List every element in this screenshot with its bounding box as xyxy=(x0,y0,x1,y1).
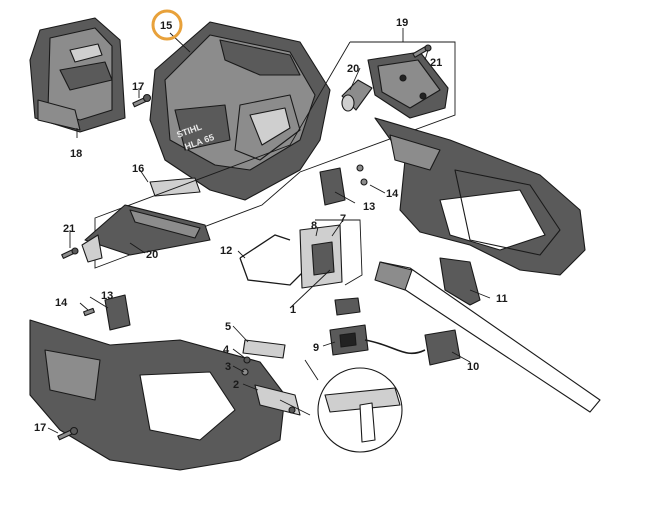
part-13-clip-upper xyxy=(319,167,346,206)
leader-lines xyxy=(47,28,491,434)
part-15-housing-shell: STIHL HLA 65 xyxy=(149,21,331,201)
callout-13-upper: 13 xyxy=(363,201,375,213)
callout-14-upper: 14 xyxy=(386,188,399,200)
part-main-housing-half xyxy=(374,117,586,276)
detail-magnifier xyxy=(279,359,403,453)
part-9-connector xyxy=(329,324,369,356)
callout-labels: 15 17 18 19 20 21 16 21 20 14 13 7 8 12 … xyxy=(34,9,508,434)
part-terminal-small xyxy=(334,297,361,316)
part-1-shaft-tube xyxy=(374,261,601,413)
callout-16: 16 xyxy=(132,163,144,175)
part-17-screw-lower xyxy=(57,426,79,441)
group-box-19 xyxy=(94,41,456,269)
part-17-screw-upper xyxy=(132,93,152,108)
callout-11: 11 xyxy=(496,293,508,305)
callout-20-lower: 20 xyxy=(146,249,158,261)
part-16-label xyxy=(149,177,201,197)
callout-9: 9 xyxy=(313,342,319,354)
callout-10: 10 xyxy=(467,361,479,373)
part-3-spring xyxy=(241,368,249,376)
part-lower-housing xyxy=(29,319,286,471)
part-19-bracket xyxy=(367,51,449,119)
part-12-wire-spring xyxy=(239,234,306,286)
callout-18: 18 xyxy=(70,148,82,160)
callout-19: 19 xyxy=(396,17,408,29)
callout-3: 3 xyxy=(225,361,231,373)
part-8-switch-plate xyxy=(299,224,343,289)
part-5-lock-lever xyxy=(242,339,286,359)
callout-14-lower: 14 xyxy=(55,297,68,309)
callout-8: 8 xyxy=(311,220,317,232)
callout-21-upper: 21 xyxy=(430,57,442,69)
callout-4: 4 xyxy=(223,344,230,356)
part-10-cable xyxy=(364,329,461,366)
callout-17-upper: 17 xyxy=(132,81,144,93)
part-13-clip-lower xyxy=(104,294,131,331)
callout-15-highlight xyxy=(151,9,183,41)
part-14-spring-upper xyxy=(356,164,368,186)
callout-5: 5 xyxy=(225,321,231,333)
callout-7: 7 xyxy=(340,213,346,225)
part-18-battery-cover xyxy=(29,17,126,133)
part-20-grip xyxy=(81,204,211,263)
part-4-pin xyxy=(243,356,251,364)
callout-2: 2 xyxy=(233,379,239,391)
part-11-clip xyxy=(439,257,481,306)
part-7-switch-frame xyxy=(315,219,363,286)
callout-13-lower: 13 xyxy=(101,290,113,302)
callout-12: 12 xyxy=(220,245,232,257)
callout-17-lower: 17 xyxy=(34,422,46,434)
callout-21-lower: 21 xyxy=(63,223,75,235)
part-21-screw-lower xyxy=(61,247,79,259)
part-2-trigger xyxy=(254,384,301,416)
part-14-pin-lower xyxy=(83,307,95,317)
part-20-roller xyxy=(341,79,373,112)
callout-1: 1 xyxy=(290,304,296,316)
callout-20-upper: 20 xyxy=(347,63,359,75)
callout-15: 15 xyxy=(160,20,172,32)
